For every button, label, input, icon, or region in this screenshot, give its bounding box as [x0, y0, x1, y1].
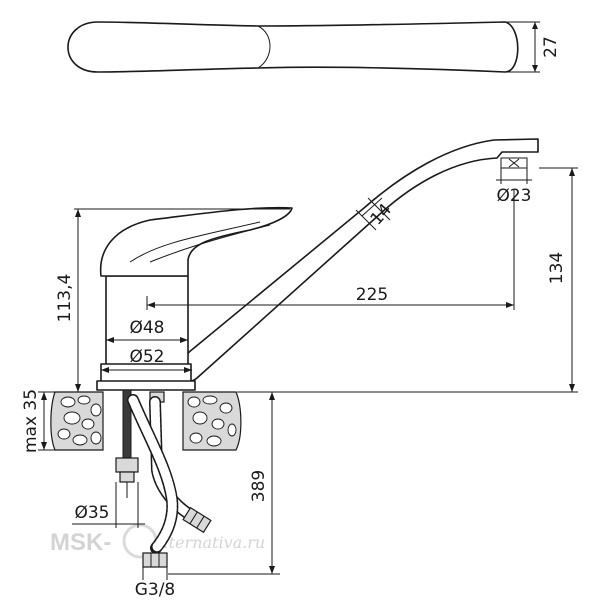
dimension-handle-width: 27: [506, 21, 561, 73]
faucet-body: [96, 275, 196, 391]
dimension-total-height: 134: [237, 167, 578, 393]
dimension-base-diameter: Ø52: [101, 347, 192, 373]
dimension-hose-length: 389: [168, 392, 280, 575]
label-reach: 225: [356, 285, 388, 305]
dimension-stud-diameter: Ø35: [72, 482, 145, 528]
spout: [174, 138, 539, 383]
dimension-counter-thickness: max 35: [21, 389, 56, 453]
flexible-hoses: [127, 394, 212, 568]
countertop: [50, 391, 242, 451]
label-connection-thread: G3/8: [135, 580, 176, 600]
dimension-reach: 225: [146, 190, 515, 310]
label-total-height: 134: [547, 252, 567, 284]
label-stud-diameter: Ø35: [74, 503, 109, 523]
watermark-brand: MSK-: [50, 529, 111, 556]
label-counter-thickness: max 35: [21, 389, 41, 453]
lever-handle-side: [99, 206, 293, 277]
label-body-height: 113,4: [55, 274, 75, 323]
label-handle-width: 27: [541, 36, 561, 58]
label-body-diameter: Ø48: [129, 318, 164, 338]
watermark-site: alternativa.ru: [154, 533, 265, 552]
handle-top-view: [67, 21, 519, 73]
aerator: [500, 157, 528, 169]
dimension-body-diameter: Ø48: [106, 318, 188, 343]
label-base-diameter: Ø52: [129, 347, 164, 367]
label-hose-length: 389: [249, 470, 269, 502]
watermark-logo-icon: [122, 523, 158, 559]
dimension-connection-thread: G3/8: [135, 567, 176, 600]
dimension-body-height: 113,4: [55, 208, 290, 392]
